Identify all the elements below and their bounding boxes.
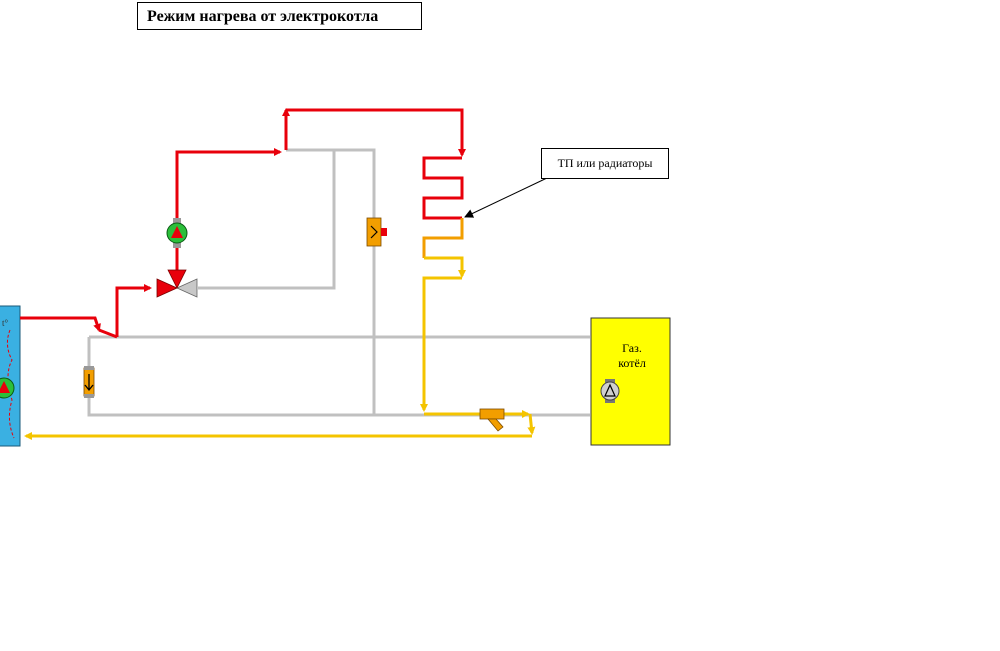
return-pipes bbox=[24, 276, 536, 440]
radiators-label: ТП или радиаторы bbox=[541, 148, 669, 179]
return-filter-icon bbox=[479, 408, 505, 432]
electric-boiler-tank: t° bbox=[0, 305, 21, 447]
tank-temperature-label: t° bbox=[2, 318, 9, 328]
gas-boiler bbox=[590, 317, 671, 446]
gas-boiler-label-line1: Газ. bbox=[622, 341, 642, 355]
vertical-check-valve-icon bbox=[366, 217, 387, 247]
radiator-coil bbox=[422, 156, 466, 278]
gas-boiler-pump-icon bbox=[600, 379, 620, 403]
gas-boiler-label-line2: котёл bbox=[618, 356, 646, 370]
bypass-check-valve-icon bbox=[83, 366, 95, 398]
tank-pump-icon bbox=[0, 377, 15, 399]
idle-pipes bbox=[87, 148, 590, 417]
gas-boiler-label: Газ. котёл bbox=[603, 341, 661, 371]
hot-supply-pipes bbox=[20, 108, 466, 339]
three-way-mixing-valve bbox=[156, 269, 198, 298]
radiators-pointer-arrow bbox=[464, 177, 548, 218]
diagram-title: Режим нагрева от электрокотла bbox=[137, 2, 422, 30]
circulation-pump-icon bbox=[166, 218, 188, 248]
